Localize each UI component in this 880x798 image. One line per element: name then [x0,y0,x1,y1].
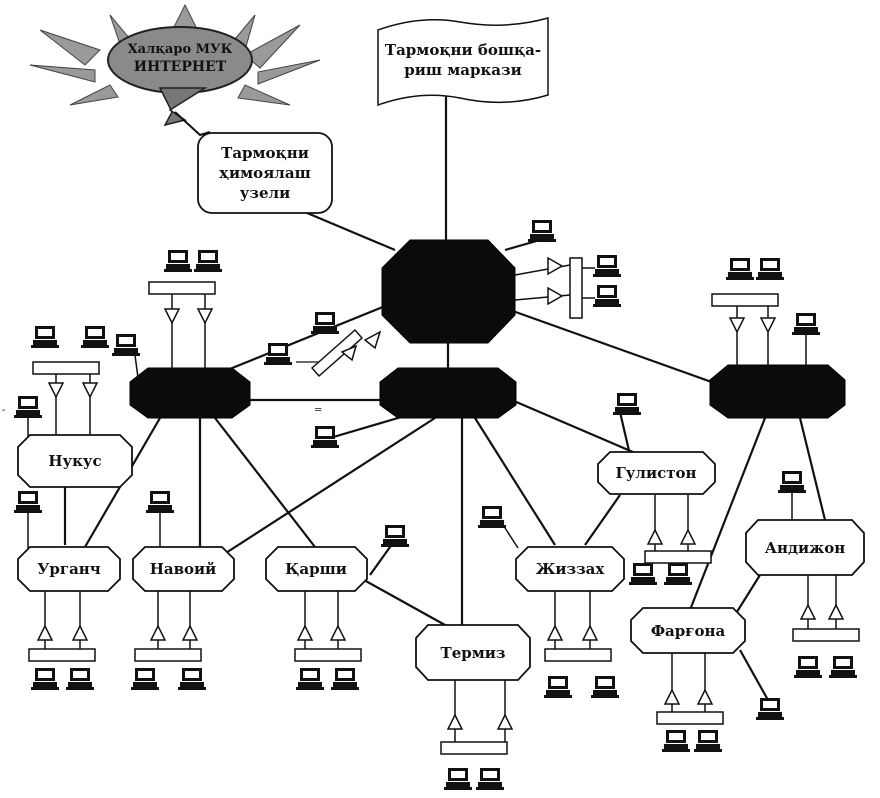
karshi-lan [294,525,409,690]
city-nukus-label: Нукус [48,452,101,470]
internet-cloud: Халқаро МУК ИНТЕРНЕТ [29,3,321,137]
router-east [709,364,846,419]
city-urganch-label: Урганч [37,560,101,578]
city-andijon-label: Андижон [765,539,845,557]
diagonal-bridge: = - [2,312,382,448]
city-nukus: Нукус [17,434,133,488]
city-fargona: Фарғона [630,607,746,654]
city-jizzakh-label: Жиззах [536,560,606,578]
router-west [129,367,251,419]
internet-label-line1: Халқаро МУК [128,42,233,57]
city-karshi-label: Қарши [285,560,347,578]
west-router-hub [112,250,222,379]
city-andijon: Андижон [745,519,865,576]
urganch-lan [14,491,96,690]
protection-node-line2: ҳимоялаш [219,164,310,182]
city-karshi: Қарши [265,546,368,592]
city-nodes: Нукус Урганч Навоий Қарши Термиз Жиззах … [17,434,865,681]
main-router-equipment [514,220,621,319]
routers [129,239,846,419]
city-termiz-label: Термиз [441,644,506,662]
control-center-flag: Тармоқни бошқа- риш маркази [377,17,549,107]
svg-text:=: = [314,405,322,416]
termiz-lan [440,680,513,790]
protection-node-line1: Тармоқни [221,144,309,162]
internet-label-line2: ИНТЕРНЕТ [134,59,227,75]
city-navoiy: Навоий [132,546,235,592]
city-guliston: Гулистон [597,451,716,495]
jizzakh-lan [478,506,619,698]
router-main [381,239,516,344]
nukus-hub [14,326,109,440]
city-fargona-label: Фарғона [651,622,726,640]
protection-node-line3: узели [240,184,290,202]
fargona-lan [656,650,784,752]
control-center-line1: Тармоқни бошқа- [385,41,541,59]
navoiy-lan [131,491,206,690]
router-center [379,367,517,419]
city-jizzakh: Жиззах [515,546,625,592]
svg-text:-: - [2,405,5,416]
east-router-hub [711,258,820,365]
protection-node: Тармоқни ҳимоялаш узели [197,132,333,214]
andijon-lan [778,471,860,678]
control-center-line2: риш маркази [404,61,521,79]
city-termiz: Термиз [415,624,531,681]
city-navoiy-label: Навоий [150,560,217,578]
guliston-lan [613,393,712,585]
city-urganch: Урганч [17,546,121,592]
city-guliston-label: Гулистон [615,464,696,482]
